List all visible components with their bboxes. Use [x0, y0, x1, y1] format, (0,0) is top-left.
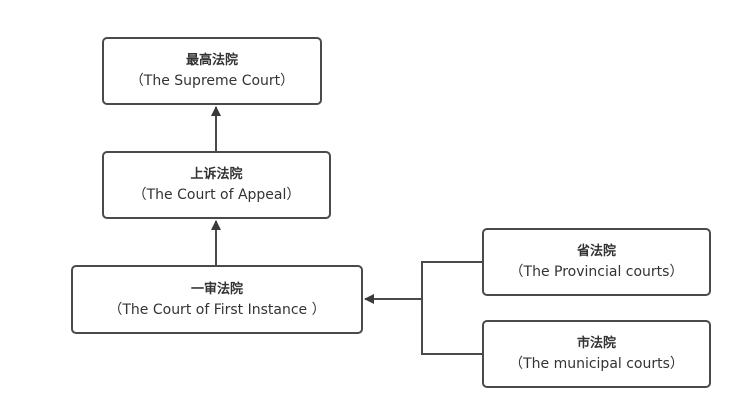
node-municipal-courts[interactable]: 市法院 （The municipal courts）: [482, 320, 711, 388]
node-title: 省法院: [576, 244, 616, 259]
node-subtitle: （The Court of Appeal）: [132, 187, 301, 203]
node-subtitle: （The Court of First Instance ）: [108, 301, 326, 318]
node-title: 上诉法院: [190, 167, 243, 182]
node-subtitle: （The Provincial courts）: [509, 264, 684, 280]
node-supreme-court[interactable]: 最高法院 （The Supreme Court）: [102, 37, 322, 105]
node-court-of-first-instance[interactable]: 一审法院 （The Court of First Instance ）: [71, 265, 363, 334]
node-subtitle: （The Supreme Court）: [129, 73, 295, 89]
node-court-of-appeal[interactable]: 上诉法院 （The Court of Appeal）: [102, 151, 331, 219]
edge-provincial-bracket: [421, 261, 482, 355]
node-title: 一审法院: [190, 281, 243, 297]
node-title: 市法院: [576, 336, 616, 351]
node-provincial-courts[interactable]: 省法院 （The Provincial courts）: [482, 228, 711, 296]
node-subtitle: （The municipal courts）: [509, 356, 684, 372]
node-title: 最高法院: [185, 53, 238, 68]
